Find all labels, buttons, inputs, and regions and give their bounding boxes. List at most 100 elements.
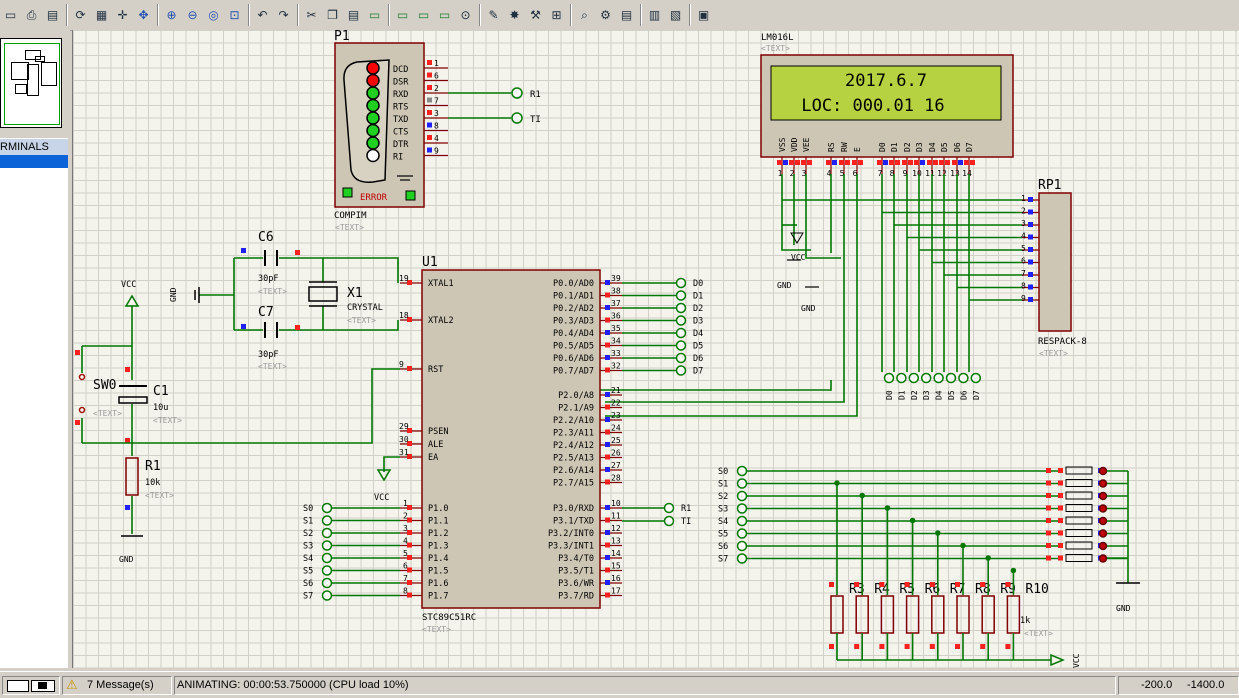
pick-icon[interactable]: ⊙ (460, 7, 471, 22)
pin-state-icon (427, 85, 432, 90)
overview-window[interactable] (0, 38, 62, 128)
switch-contact-icon (1098, 554, 1108, 563)
r1-ref: R1 (145, 459, 161, 474)
pan-icon[interactable]: ✥ (138, 7, 149, 22)
pin-state-icon (929, 644, 935, 649)
pin-state-icon (1028, 197, 1033, 202)
d-terminal-label: D7 (693, 367, 703, 377)
bom-icon[interactable]: ▥ (648, 7, 661, 22)
packaging-icon[interactable]: ✸ (509, 7, 520, 22)
pin-state-icon (295, 325, 300, 330)
u1-pin-number: 36 (611, 312, 621, 321)
overview-frame (4, 43, 60, 125)
toolbar-separator (479, 4, 481, 26)
d-terminal-label: D2 (693, 304, 703, 314)
u1-pin-label: P2.7/A15 (553, 479, 594, 489)
grid-icon[interactable]: ▦ (95, 7, 108, 22)
refresh-icon[interactable]: ⟳ (75, 7, 86, 22)
new-icon[interactable]: ▭ (4, 7, 17, 22)
zoom-out-icon[interactable]: ⊖ (187, 7, 198, 22)
block-delete-icon[interactable]: ▭ (438, 7, 451, 22)
property-tool-icon[interactable]: ⚙ (600, 7, 611, 22)
pin-state-icon (605, 317, 610, 323)
gnd-label: GND (169, 287, 178, 302)
pin-state-icon (605, 367, 610, 373)
s-terminal-label: S4 (303, 554, 313, 564)
switch-contact-icon (1098, 479, 1108, 488)
netlist-icon[interactable]: ▤ (620, 7, 633, 22)
u1-pin-label: P1.6 (428, 579, 448, 589)
block-move-icon[interactable]: ▭ (396, 7, 409, 22)
pin-state-icon (904, 644, 910, 649)
block-copy-icon[interactable]: ▭ (368, 7, 381, 22)
pin-state-icon (605, 517, 610, 523)
pin-state-icon (795, 160, 800, 165)
resistor-ref: R7 (950, 582, 966, 597)
decompose-icon[interactable]: ⚒ (530, 7, 541, 22)
coord-x: -200.0 (1141, 679, 1173, 691)
schematic-drawing: P1DCD1DSR6RXD2RTS7TXD3CTS8DTR4RI9ERRORCO… (75, 30, 1140, 668)
lcd-pin-number: 1 (778, 169, 783, 178)
zoom-in-icon[interactable]: ⊕ (166, 7, 177, 22)
toolbar-separator (570, 4, 572, 26)
u1-pin-number: 15 (611, 562, 621, 571)
terminal-icon (321, 527, 333, 539)
u1-pin-label: P0.5/AD5 (553, 342, 594, 352)
terminal-icon (736, 553, 748, 564)
cut-icon[interactable]: ✂ (306, 7, 317, 22)
terminals-header[interactable]: RMINALS (0, 138, 68, 156)
terminal-icon (321, 590, 333, 601)
lcd-pin-label: D2 (903, 142, 912, 152)
lcd-pin-number: 13 (950, 169, 960, 178)
print-area-icon[interactable]: ▤ (46, 7, 59, 22)
terminal-icon (736, 528, 748, 539)
redo-icon[interactable]: ↷ (278, 7, 289, 22)
rp1-pin-number: 5 (1021, 244, 1026, 253)
resistor-ref: R8 (975, 582, 991, 597)
pin-state-icon (829, 582, 834, 587)
pin-state-icon (807, 160, 812, 165)
zoom-all-icon[interactable]: ◎ (208, 7, 219, 22)
p1-ref: P1 (334, 30, 350, 44)
pin-state-icon (783, 160, 788, 165)
stop-button[interactable] (31, 680, 55, 692)
drc-icon[interactable]: ▧ (669, 7, 682, 22)
vcc-arrow-icon (124, 294, 140, 307)
text-placeholder: <TEXT> (258, 287, 287, 296)
u1-pin-number: 8 (403, 587, 408, 596)
print-icon[interactable]: ⎙ (26, 7, 37, 22)
u1-pin-label: P2.1/A9 (558, 404, 594, 414)
lcd-line-1: 2017.6.7 (845, 71, 927, 91)
u1-pin-number: 32 (611, 362, 621, 371)
terminal-icon (675, 277, 687, 289)
coord-y: -1400.0 (1187, 679, 1225, 691)
u1-pin-label: P3.7/RD (558, 592, 594, 602)
undo-icon[interactable]: ↶ (257, 7, 268, 22)
port-led-icon (366, 123, 380, 138)
pin-state-icon (407, 542, 412, 548)
ares-icon[interactable]: ▣ (697, 7, 710, 22)
zoom-area-icon[interactable]: ⊡ (229, 7, 240, 22)
step-button[interactable] (7, 680, 29, 692)
pin-state-icon (407, 441, 412, 446)
pin-state-icon (1005, 582, 1011, 587)
copy-icon[interactable]: ❐ (327, 7, 338, 22)
wire-autorouter-icon[interactable]: ⊞ (551, 7, 562, 22)
p1-pin-number: 8 (434, 122, 439, 131)
make-device-icon[interactable]: ✎ (488, 7, 499, 22)
pin-state-icon (832, 160, 837, 165)
pin-state-icon (895, 160, 900, 165)
messages-box[interactable]: ⚠ 7 Message(s) (62, 676, 172, 695)
paste-icon[interactable]: ▤ (347, 7, 360, 22)
pin-state-icon (427, 122, 432, 128)
terminal-list-selected-item[interactable] (0, 155, 68, 168)
pin-state-icon (605, 530, 610, 535)
search-icon[interactable]: ⌕ (581, 7, 588, 22)
origin-icon[interactable]: ✛ (117, 7, 128, 22)
junction-dot (960, 542, 966, 549)
terminal-list[interactable] (0, 168, 68, 668)
block-rotate-icon[interactable]: ▭ (417, 7, 430, 22)
lcd-pin-number: 5 (840, 169, 845, 178)
terminal-icon (321, 502, 333, 514)
